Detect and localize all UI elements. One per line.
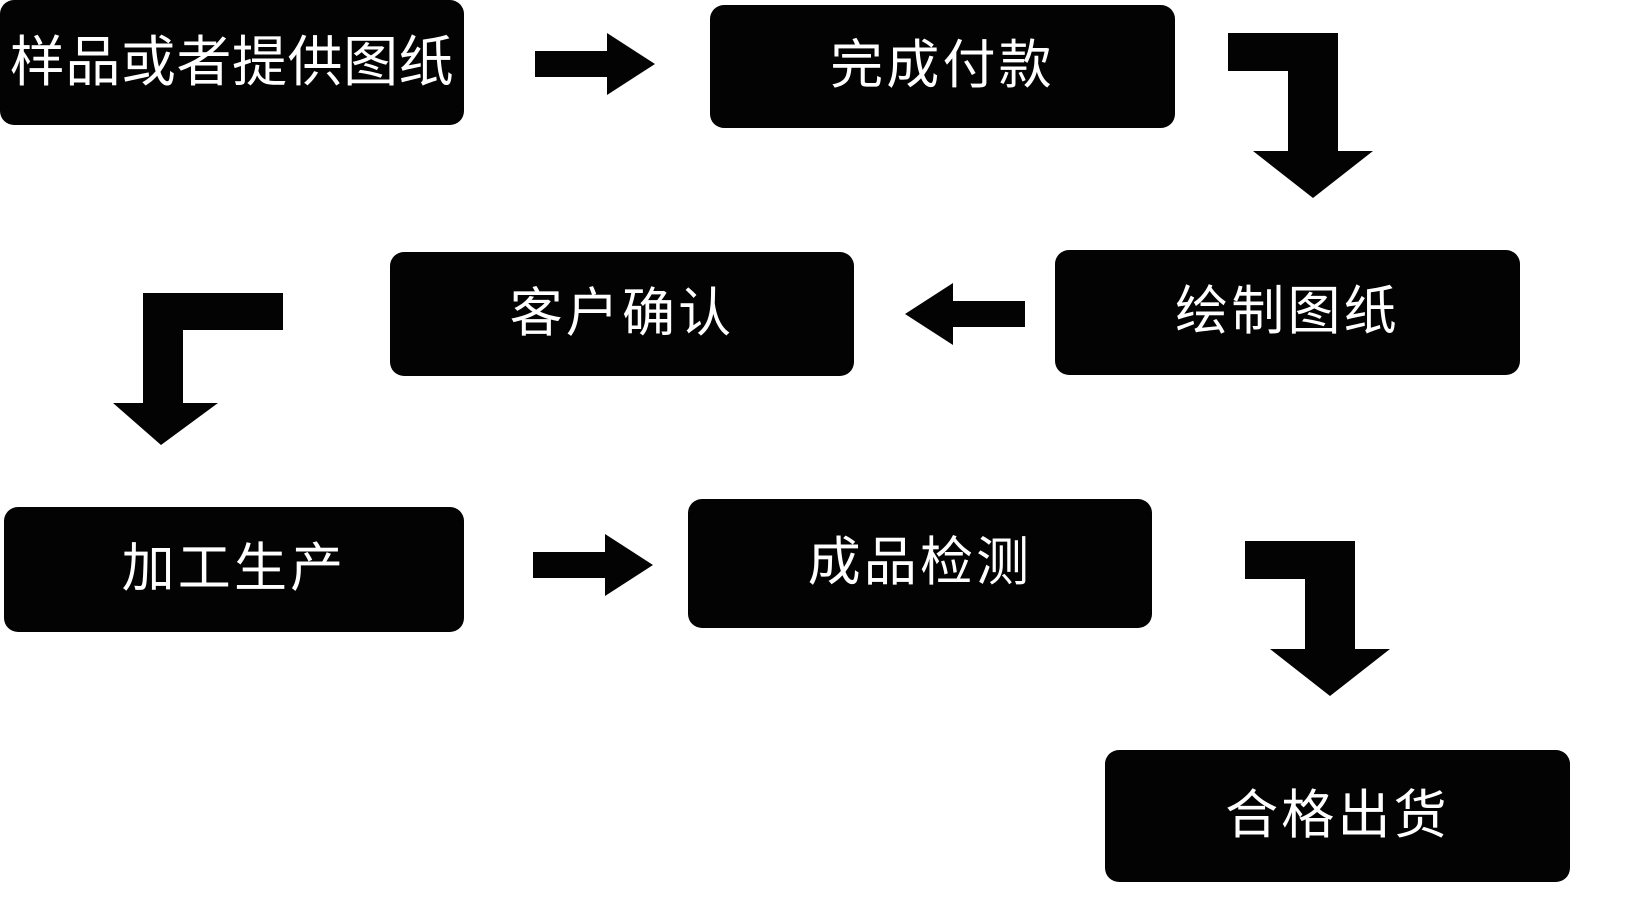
flow-node-production[interactable]: 加工生产 xyxy=(4,507,464,632)
flow-node-sample[interactable]: 样品或者提供图纸 xyxy=(0,0,464,125)
flow-node-sample-label: 样品或者提供图纸 xyxy=(9,30,455,95)
connector-drawing-to-confirm xyxy=(905,283,1025,345)
connector-sample-to-payment xyxy=(535,33,655,95)
connector-production-to-inspection xyxy=(533,534,653,596)
flow-node-drawing-label: 绘制图纸 xyxy=(1175,281,1400,343)
connector-confirm-to-production xyxy=(113,293,283,445)
elbow-arrow-left-down-icon xyxy=(113,293,283,445)
flow-node-inspection[interactable]: 成品检测 xyxy=(688,499,1152,628)
flow-node-confirm-label: 客户确认 xyxy=(509,282,735,344)
flow-node-confirm[interactable]: 客户确认 xyxy=(390,252,854,376)
flow-node-inspection-label: 成品检测 xyxy=(807,532,1033,594)
arrow-right-icon xyxy=(533,534,653,596)
flow-node-production-label: 加工生产 xyxy=(121,538,347,600)
flow-node-shipment-label: 合格出货 xyxy=(1225,784,1450,846)
elbow-arrow-right-down-icon xyxy=(1228,33,1373,198)
arrow-right-icon xyxy=(535,33,655,95)
connector-payment-to-drawing xyxy=(1228,33,1373,198)
flow-node-payment[interactable]: 完成付款 xyxy=(710,5,1175,128)
flow-node-shipment[interactable]: 合格出货 xyxy=(1105,750,1570,882)
flow-node-payment-label: 完成付款 xyxy=(830,35,1055,97)
arrow-left-icon xyxy=(905,283,1025,345)
connector-inspection-to-shipment xyxy=(1245,541,1390,696)
elbow-arrow-right-down-icon xyxy=(1245,541,1390,696)
flow-node-drawing[interactable]: 绘制图纸 xyxy=(1055,250,1520,375)
